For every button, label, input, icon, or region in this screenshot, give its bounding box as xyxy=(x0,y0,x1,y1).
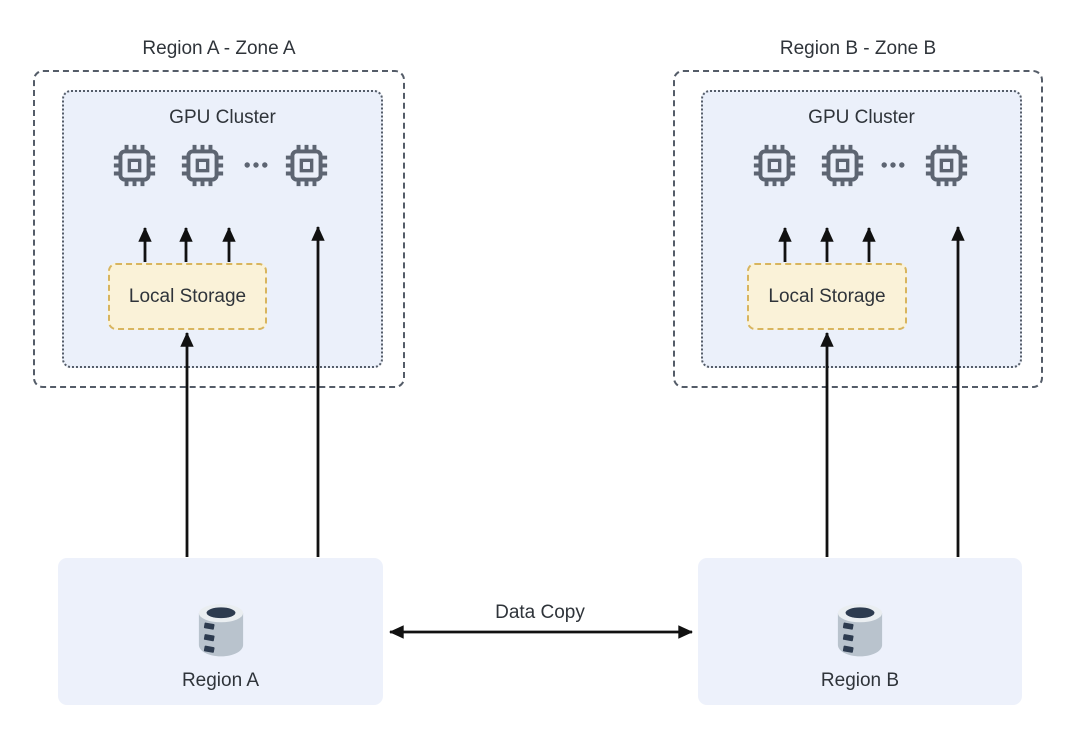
data-copy-label: Data Copy xyxy=(495,602,585,623)
zone-b-title: Region B - Zone B xyxy=(779,38,937,59)
gpu-chip-icon xyxy=(180,143,225,188)
horizontal-dots-icon xyxy=(881,161,905,169)
gpu-chip-icon xyxy=(112,143,157,188)
zone-a-local-storage-label: Local Storage xyxy=(128,285,247,307)
region-b-box: Region B xyxy=(698,558,1022,705)
horizontal-dots-icon xyxy=(244,161,268,169)
database-icon xyxy=(835,600,885,659)
zone-a-local-storage-box: Local Storage xyxy=(108,263,267,330)
gpu-chip-icon xyxy=(752,143,797,188)
zone-b-local-storage-box: Local Storage xyxy=(747,263,907,330)
database-icon xyxy=(196,600,246,659)
zone-a-boundary-box xyxy=(33,70,405,388)
zone-b-boundary-box xyxy=(673,70,1043,388)
zone-b-gpu-cluster-label: GPU Cluster xyxy=(808,107,915,128)
region-b-label: Region B xyxy=(820,670,900,691)
gpu-chip-icon xyxy=(820,143,865,188)
gpu-chip-icon xyxy=(284,143,329,188)
region-a-label: Region A xyxy=(181,670,260,691)
zone-a-gpu-cluster-label: GPU Cluster xyxy=(169,107,276,128)
gpu-chip-icon xyxy=(924,143,969,188)
zone-b-local-storage-label: Local Storage xyxy=(768,285,886,307)
zone-a-title: Region A - Zone A xyxy=(142,38,296,59)
region-a-box: Region A xyxy=(58,558,383,705)
